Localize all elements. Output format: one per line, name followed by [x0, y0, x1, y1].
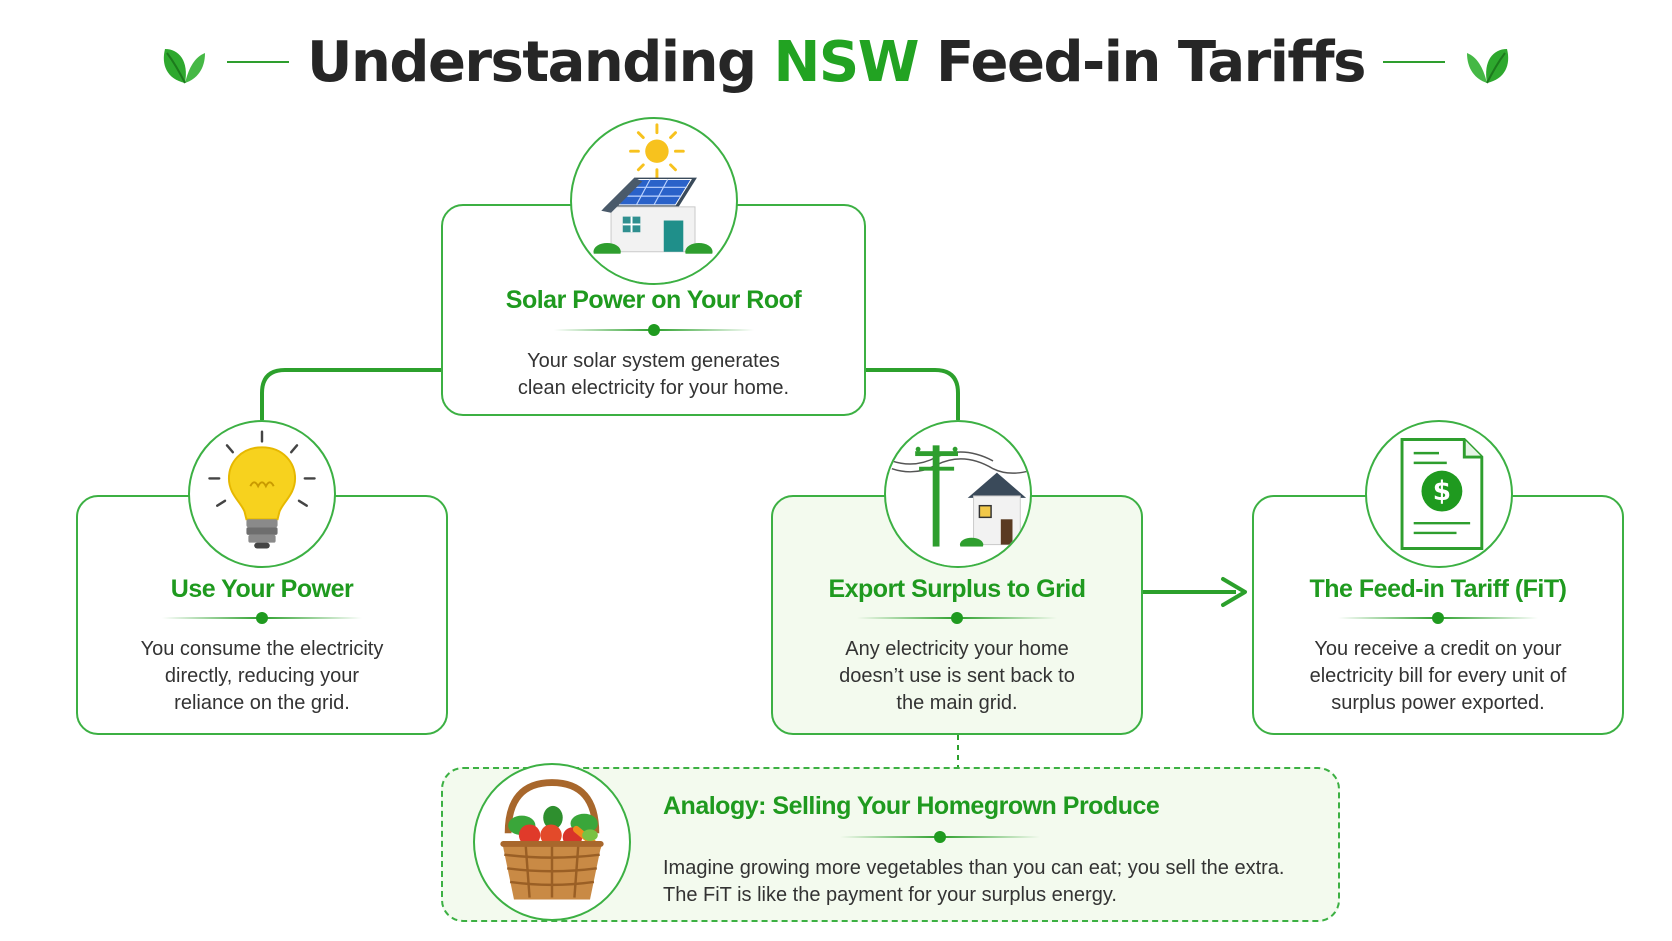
card-export-heading: Export Surplus to Grid [828, 575, 1086, 603]
solar-icon-circle [570, 117, 738, 285]
card-analogy-body-line: The FiT is like the payment for your sur… [663, 884, 1117, 906]
connector-solar-to-export [866, 368, 960, 420]
page-title: Understanding NSW Feed-in Tariffs [307, 29, 1366, 95]
solar-house-icon [572, 123, 736, 283]
leaf-left-icon [163, 49, 206, 84]
card-fit-body-line: You receive a credit on your [1314, 638, 1562, 660]
dollar-bill-document-icon: $ [1400, 438, 1484, 550]
card-use-body-line: You consume the electricity [140, 638, 384, 660]
card-fit-body-line: electricity bill for every unit of [1309, 665, 1567, 687]
card-use-divider [162, 612, 362, 624]
card-solar-body-line: Your solar system generates [527, 350, 780, 372]
card-solar-divider [553, 324, 754, 336]
vegetable-basket-icon [500, 779, 604, 900]
leaf-right-icon [1466, 49, 1509, 84]
connector-solar-to-use [260, 368, 441, 420]
card-fit-divider [1338, 612, 1538, 624]
card-analogy-body-line: Imagine growing more vegetables than you… [663, 857, 1285, 879]
title-rule-right [1382, 61, 1445, 63]
analogy-icon-circle [473, 763, 631, 921]
card-solar-body: Your solar system generates clean electr… [443, 348, 864, 402]
title-rule-left [227, 61, 290, 63]
card-export-body-line: doesn’t use is sent back to [839, 665, 1075, 687]
export-icon-circle [884, 420, 1032, 568]
card-export-body-line: Any electricity your home [845, 638, 1069, 660]
lightbulb-icon [208, 430, 316, 549]
card-solar-heading: Solar Power on Your Roof [505, 286, 802, 314]
card-analogy-divider [840, 831, 1040, 843]
card-use-body: You consume the electricity directly, re… [78, 636, 446, 717]
card-export-body: Any electricity your home doesn’t use is… [773, 636, 1141, 717]
card-export-surplus: Export Surplus to Grid Any electricity y… [771, 495, 1143, 735]
power-pole-house-icon [886, 445, 1030, 566]
title-row: Understanding NSW Feed-in Tariffs [0, 22, 1672, 102]
title-accent: NSW [773, 29, 920, 95]
card-use-heading: Use Your Power [170, 575, 354, 603]
card-use-body-line: directly, reducing your [164, 665, 360, 687]
card-fit-body: You receive a credit on your electricity… [1254, 636, 1622, 717]
arrowhead-export-to-fit [1221, 577, 1247, 607]
card-fit-heading: The Feed-in Tariff (FiT) [1309, 575, 1567, 603]
card-analogy-body: Imagine growing more vegetables than you… [663, 855, 1323, 909]
title-prefix: Understanding [307, 29, 757, 95]
card-export-divider [857, 612, 1057, 624]
card-solar-body-line: clean electricity for your home. [517, 377, 790, 399]
svg-text:$: $ [1433, 477, 1451, 507]
card-analogy-heading: Analogy: Selling Your Homegrown Produce [663, 792, 1160, 820]
use-icon-circle [188, 420, 336, 568]
card-use-body-line: reliance on the grid. [174, 692, 350, 714]
card-export-body-line: the main grid. [896, 692, 1018, 714]
title-suffix: Feed-in Tariffs [936, 29, 1366, 95]
fit-icon-circle: $ [1365, 420, 1513, 568]
card-fit-body-line: surplus power exported. [1331, 692, 1545, 714]
